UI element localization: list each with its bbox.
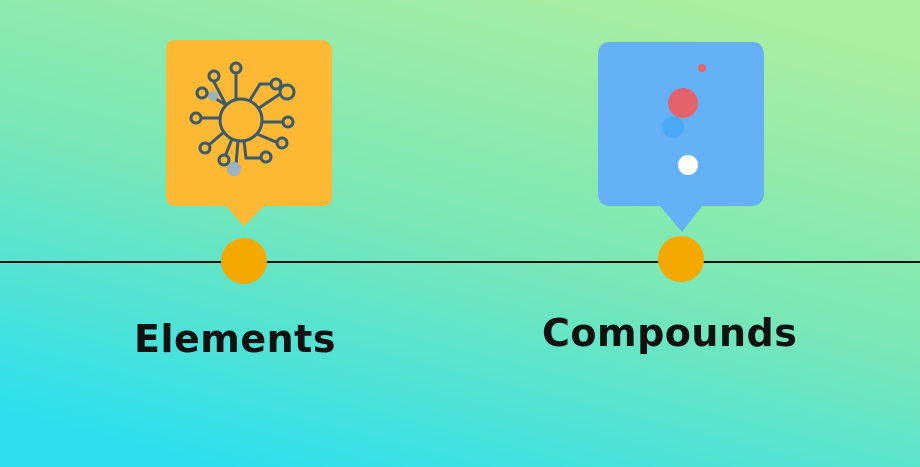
molecule-dots-icon [662,64,706,175]
compounds-node-dot [658,236,704,282]
compounds-label: Compounds [542,311,798,355]
elements-callout [164,38,334,228]
atom-network-icon [189,61,296,167]
elements-label: Elements [134,317,336,361]
timeline-line [0,261,920,263]
compounds-callout [596,40,768,235]
elements-node-dot [221,238,267,284]
